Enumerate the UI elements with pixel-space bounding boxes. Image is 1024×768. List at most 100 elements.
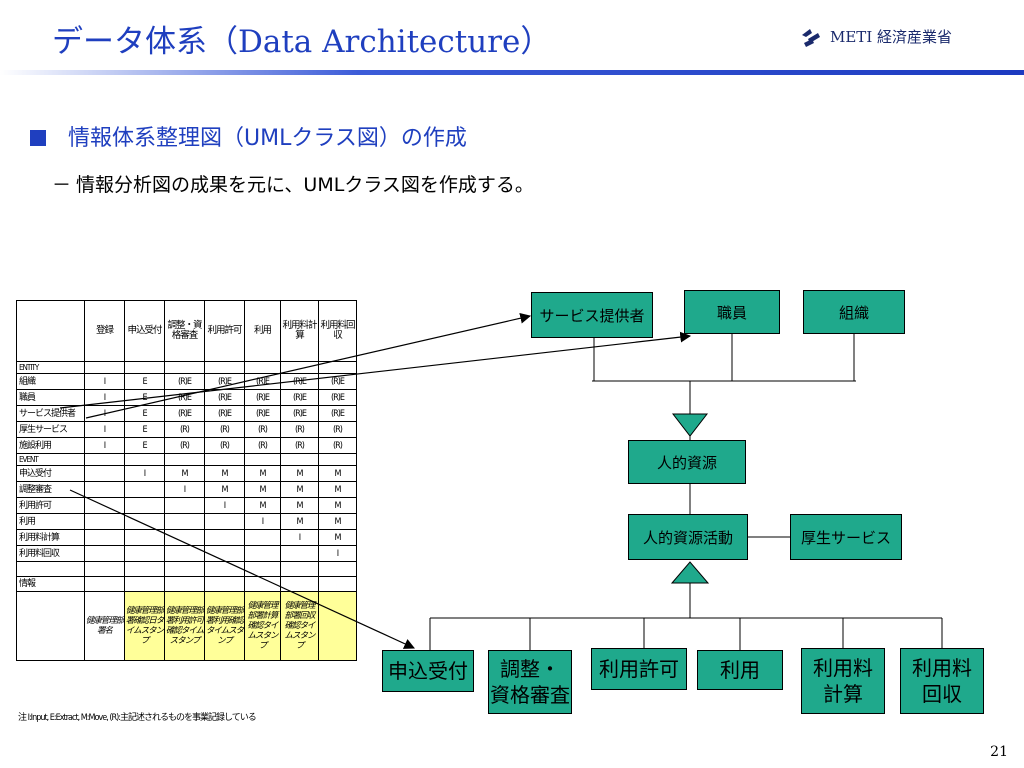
matrix-cell: M bbox=[244, 465, 281, 482]
sub-bullet-dash: － bbox=[52, 174, 72, 196]
matrix-cell: (R) bbox=[204, 437, 245, 454]
matrix-cell: (R) bbox=[164, 421, 205, 438]
matrix-col-header: 申込受付 bbox=[124, 300, 165, 362]
meti-logo: METI 経済産業省 bbox=[800, 26, 952, 47]
matrix-cell: 健康管理部署計算確認タイムスタンプ bbox=[244, 591, 281, 661]
matrix-cell bbox=[124, 545, 165, 562]
matrix-cell bbox=[204, 529, 245, 546]
matrix-cell: (R)E bbox=[244, 389, 281, 406]
matrix-cell: M bbox=[318, 481, 357, 498]
matrix-row-label: 厚生サービス bbox=[16, 421, 85, 438]
matrix-gap-row bbox=[16, 561, 357, 577]
matrix-note: 注 I:Input, E:Extract, M:Move, (R):主記述される… bbox=[18, 713, 257, 723]
matrix-cell: M bbox=[318, 513, 357, 530]
uml-class-welfare-service: 厚生サービス bbox=[790, 514, 902, 560]
section-label-entity: ENTITY bbox=[16, 361, 85, 374]
logo-text: METI 経済産業省 bbox=[830, 28, 953, 46]
uml-class-organization: 組織 bbox=[803, 290, 905, 334]
uml-class-application: 申込受付 bbox=[382, 650, 474, 692]
fee-collect-line: 回収 bbox=[922, 682, 962, 706]
matrix-cell: (R) bbox=[280, 437, 319, 454]
matrix-cell: (R)E bbox=[204, 389, 245, 406]
matrix-cell: M bbox=[244, 497, 281, 514]
matrix-cell: E bbox=[124, 421, 165, 438]
matrix-row-label: 施設利用 bbox=[16, 437, 85, 454]
fee-collect-line: 利用料 bbox=[912, 656, 972, 680]
matrix-cell: (R)E bbox=[280, 405, 319, 422]
matrix-cell: M bbox=[280, 497, 319, 514]
matrix-cell: I bbox=[84, 437, 125, 454]
matrix-cell: M bbox=[280, 465, 319, 482]
matrix-col-header: 利用許可 bbox=[204, 300, 245, 362]
matrix-cell bbox=[164, 545, 205, 562]
section-label-event: EVENT bbox=[16, 453, 85, 466]
matrix-cell: (R) bbox=[244, 421, 281, 438]
matrix-cell: (R) bbox=[244, 437, 281, 454]
matrix-row-label: 職員 bbox=[16, 389, 85, 406]
matrix-cell: M bbox=[318, 497, 357, 514]
matrix-cell: 健康管理部署利用確認タイムスタンプ bbox=[204, 591, 245, 661]
matrix-cell: M bbox=[318, 465, 357, 482]
matrix-cell: M bbox=[280, 513, 319, 530]
matrix-section-row: ENTITY bbox=[16, 361, 357, 374]
matrix-row-label: 利用料回収 bbox=[16, 545, 85, 562]
uml-class-service-provider: サービス提供者 bbox=[531, 292, 653, 338]
uml-class-qualification: 調整・ 資格審査 bbox=[488, 650, 572, 714]
matrix-cell: 健康管理部署回収確認タイムスタンプ bbox=[280, 591, 319, 661]
matrix-cell: (R)E bbox=[318, 389, 357, 406]
matrix-cell: 健康管理部署名 bbox=[84, 591, 125, 661]
matrix-cell: (R) bbox=[164, 437, 205, 454]
matrix-cell: I bbox=[124, 465, 165, 482]
matrix-cell: (R) bbox=[318, 421, 357, 438]
matrix-corner bbox=[16, 300, 85, 362]
matrix-cell bbox=[164, 529, 205, 546]
matrix-cell bbox=[164, 497, 205, 514]
main-bullet-text: 情報体系整理図（UMLクラス図）の作成 bbox=[68, 126, 467, 151]
matrix-cell bbox=[124, 481, 165, 498]
matrix-cell: (R)E bbox=[280, 373, 319, 390]
matrix-cell: M bbox=[244, 481, 281, 498]
slide-title: データ体系（Data Architecture） bbox=[52, 24, 552, 60]
sub-bullet-text: 情報分析図の成果を元に、UMLクラス図を作成する。 bbox=[76, 174, 534, 196]
matrix-cell: E bbox=[124, 405, 165, 422]
uml-class-fee-calculation: 利用料 計算 bbox=[801, 648, 885, 714]
uml-class-hr-activity: 人的資源活動 bbox=[628, 514, 748, 560]
meti-logo-icon bbox=[802, 28, 820, 47]
matrix-col-header: 利用料回収 bbox=[318, 300, 357, 362]
matrix-cell bbox=[124, 529, 165, 546]
matrix-col-header: 利用料計算 bbox=[280, 300, 319, 362]
matrix-cell: (R) bbox=[204, 421, 245, 438]
matrix-cell bbox=[280, 545, 319, 562]
matrix-cell: I bbox=[164, 481, 205, 498]
matrix-cell: I bbox=[84, 373, 125, 390]
matrix-cell: E bbox=[124, 389, 165, 406]
matrix-row-label: 組織 bbox=[16, 373, 85, 390]
matrix-col-header: 利用 bbox=[244, 300, 281, 362]
matrix-section-row: EVENT bbox=[16, 453, 357, 466]
matrix-cell bbox=[244, 529, 281, 546]
uml-class-staff: 職員 bbox=[684, 290, 780, 334]
matrix-cell bbox=[84, 465, 125, 482]
matrix-cell bbox=[84, 481, 125, 498]
matrix-col-header: 登録 bbox=[84, 300, 125, 362]
matrix-cell: M bbox=[204, 465, 245, 482]
matrix-cell: I bbox=[204, 497, 245, 514]
qualification-line: 調整・ bbox=[500, 657, 560, 681]
generalization-triangle-top bbox=[671, 413, 709, 437]
uml-class-fee-collection: 利用料 回収 bbox=[900, 648, 984, 714]
matrix-timestamp-row: 健康管理部署名 健康管理部署確認日タイムスタンプ 健康管理部署利用許可確認タイム… bbox=[16, 591, 357, 661]
matrix-cell bbox=[84, 513, 125, 530]
matrix-cell bbox=[16, 591, 85, 661]
header-rule bbox=[0, 70, 1024, 75]
uml-class-usage-permit: 利用許可 bbox=[591, 648, 687, 690]
matrix-cell: (R)E bbox=[280, 389, 319, 406]
matrix-cell: (R)E bbox=[318, 373, 357, 390]
sub-bullet: －情報分析図の成果を元に、UMLクラス図を作成する。 bbox=[52, 170, 534, 197]
